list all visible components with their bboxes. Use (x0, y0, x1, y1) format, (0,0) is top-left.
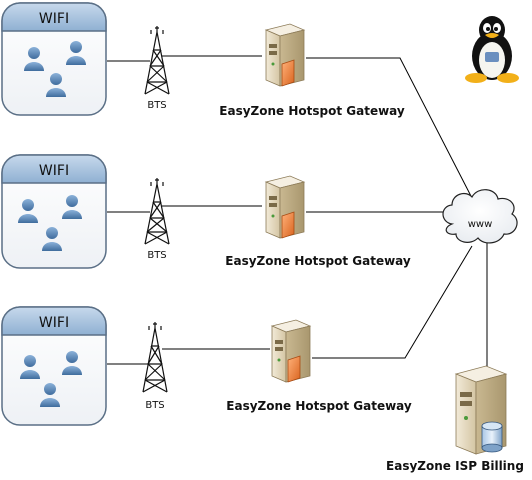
user-icon (46, 73, 66, 97)
gateway-label-2: EasyZone Hotspot Gateway (225, 254, 411, 268)
user-icon (24, 47, 44, 71)
wifi-zone-2: WIFI (1, 154, 107, 269)
user-icon (18, 199, 38, 223)
wifi-header (1, 2, 107, 32)
user-icon (66, 41, 86, 65)
bts-tower-icon (144, 26, 170, 95)
gateway-label-1: EasyZone Hotspot Gateway (219, 104, 405, 118)
user-icon (20, 355, 40, 379)
link-gateway1-cloud (306, 57, 474, 201)
internet-cloud-icon: www (442, 189, 518, 244)
database-icon (481, 421, 503, 453)
user-icon (40, 383, 60, 407)
wifi-header (1, 154, 107, 184)
wifi-header (1, 306, 107, 336)
wifi-label: WIFI (39, 163, 69, 179)
bts-label-3: BTS (145, 400, 164, 411)
wifi-label: WIFI (39, 315, 69, 331)
cloud-label: www (468, 219, 493, 230)
wifi-zone-3: WIFI (1, 306, 107, 426)
bts-tower-icon (142, 322, 168, 393)
billing-server-icon (454, 365, 508, 455)
linux-tux-icon (465, 16, 519, 83)
user-icon (62, 351, 82, 375)
gateway-label-3: EasyZone Hotspot Gateway (226, 399, 412, 413)
bts-label-1: BTS (147, 100, 166, 111)
user-icon (62, 195, 82, 219)
wifi-label: WIFI (39, 11, 69, 27)
gateway-server-icon (264, 23, 306, 87)
link-gateway3-cloud (312, 245, 473, 359)
bts-label-2: BTS (147, 250, 166, 261)
wifi-zone-1: WIFI (1, 2, 107, 116)
connection-lines (107, 55, 488, 372)
gateway-server-icon (270, 319, 312, 383)
billing-label: EasyZone ISP Billing (386, 459, 524, 473)
bts-tower-icon (144, 178, 170, 245)
gateway-server-icon (264, 175, 306, 239)
user-icon (42, 227, 62, 251)
